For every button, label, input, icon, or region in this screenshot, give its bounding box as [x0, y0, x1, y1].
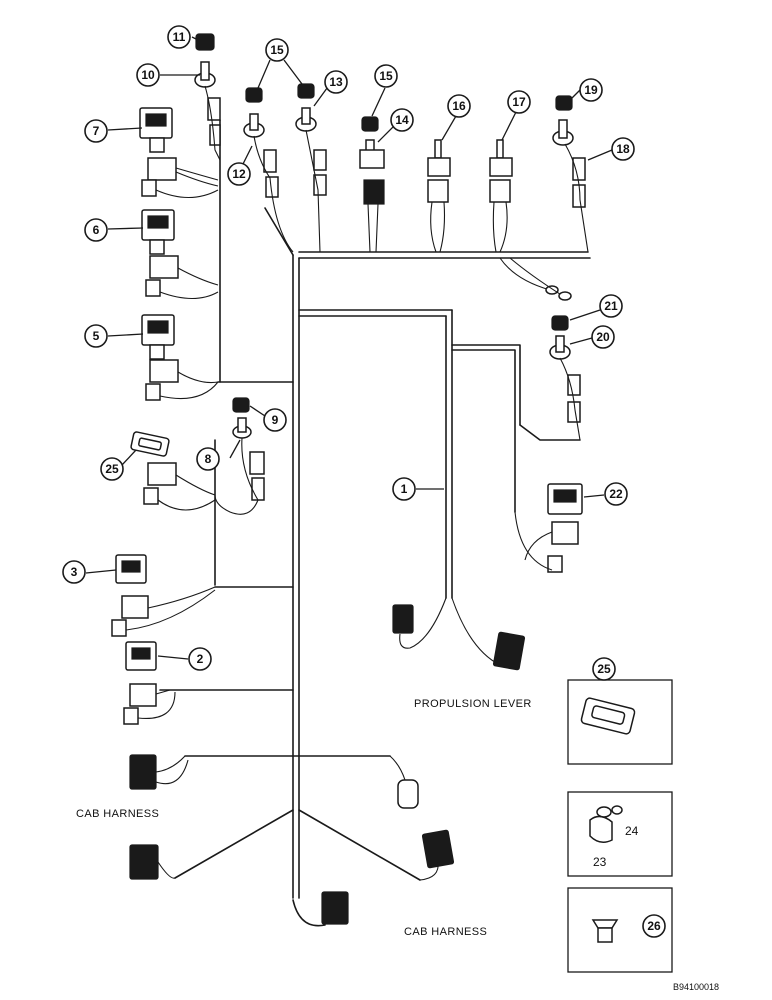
- connector-6: [145, 255, 219, 300]
- svg-text:6: 6: [93, 223, 100, 237]
- connector-cab-left: [129, 754, 189, 790]
- callout-11: 11: [167, 25, 191, 49]
- callout-18: 18: [611, 137, 635, 161]
- callout-3: 3: [62, 560, 86, 584]
- callout-14: 14: [390, 108, 414, 132]
- svg-text:15: 15: [379, 69, 393, 83]
- cap-11: [195, 33, 215, 51]
- connector-cab-bottom: [321, 891, 349, 925]
- callout-6: 6: [84, 218, 108, 242]
- connector-5: [145, 359, 219, 401]
- cap-15-middle: [297, 83, 315, 99]
- svg-text:10: 10: [141, 68, 155, 82]
- toggle-16-assembly: [427, 139, 451, 253]
- svg-text:15: 15: [270, 43, 284, 57]
- svg-text:20: 20: [596, 330, 610, 344]
- svg-text:11: 11: [173, 30, 186, 44]
- connector-propulsion-right: [451, 597, 526, 671]
- switch-7: [139, 107, 173, 153]
- switch-10-assembly: [194, 61, 221, 161]
- cab-harness-bottom-label: CAB HARNESS: [404, 926, 487, 938]
- svg-text:21: 21: [604, 299, 618, 313]
- svg-text:25: 25: [105, 462, 119, 476]
- cap-15-left: [245, 87, 263, 103]
- callout-9: 9: [263, 408, 287, 432]
- callout-16: 16: [447, 94, 471, 118]
- svg-text:8: 8: [205, 452, 212, 466]
- switch-6: [141, 209, 175, 255]
- part-number-24: 24: [625, 824, 639, 838]
- svg-text:17: 17: [512, 95, 526, 109]
- cap-15-right: [361, 116, 379, 132]
- switch-13-assembly: [295, 107, 327, 253]
- callout-10: 10: [136, 63, 160, 87]
- svg-text:22: 22: [609, 487, 623, 501]
- document-number: B94100018: [673, 982, 719, 992]
- cap-21: [551, 315, 569, 331]
- switch-22: [514, 483, 583, 573]
- inset-25: [567, 679, 673, 765]
- part-number-23: 23: [593, 855, 607, 869]
- svg-text:7: 7: [93, 124, 100, 138]
- callout-22: 22: [604, 482, 628, 506]
- propulsion-lever-label: PROPULSION LEVER: [414, 698, 532, 710]
- switch-8-assembly: [214, 417, 265, 515]
- cab-harness-left-label: CAB HARNESS: [76, 808, 159, 820]
- connector-cab-round: [389, 755, 419, 809]
- switch-2: [123, 641, 176, 725]
- callout-25-left: 25: [100, 457, 124, 481]
- svg-text:25: 25: [597, 662, 611, 676]
- connector-propulsion-left: [392, 597, 447, 649]
- callout-26: 26: [642, 914, 666, 938]
- svg-text:14: 14: [395, 113, 409, 127]
- connector-cab-left-lower: [129, 844, 176, 880]
- callout-21: 21: [599, 294, 623, 318]
- callout-12: 12: [227, 162, 251, 186]
- callout-25-inset: 25: [592, 657, 616, 681]
- callout-8: 8: [196, 447, 220, 471]
- svg-text:12: 12: [232, 167, 246, 181]
- svg-text:18: 18: [616, 142, 630, 156]
- cap-19: [555, 95, 573, 111]
- callout-1: 1: [392, 477, 416, 501]
- switch-12-assembly: [243, 113, 294, 253]
- svg-text:16: 16: [452, 99, 466, 113]
- callout-19: 19: [579, 78, 603, 102]
- svg-text:26: 26: [647, 919, 661, 933]
- cap-9: [232, 397, 250, 413]
- svg-text:2: 2: [197, 652, 204, 666]
- toggle-17-assembly: [489, 139, 572, 301]
- svg-text:3: 3: [71, 565, 78, 579]
- svg-text:1: 1: [401, 482, 408, 496]
- svg-text:5: 5: [93, 329, 100, 343]
- callout-5: 5: [84, 324, 108, 348]
- svg-text:9: 9: [272, 413, 279, 427]
- connector-cab-right-lower: [419, 829, 455, 881]
- svg-text:13: 13: [329, 75, 343, 89]
- inset-23-24: [567, 791, 673, 877]
- switch-20-assembly: [549, 335, 581, 441]
- switch-18-assembly: [552, 119, 589, 253]
- callout-13: 13: [324, 70, 348, 94]
- switch-3: [111, 554, 216, 637]
- main-harness-trunk: [159, 119, 591, 927]
- callout-7: 7: [84, 119, 108, 143]
- switch-5: [141, 314, 175, 360]
- callout-2: 2: [188, 647, 212, 671]
- switch-14-assembly: [359, 139, 385, 253]
- svg-text:19: 19: [584, 83, 598, 97]
- gasket-25: [130, 431, 170, 457]
- callout-20: 20: [591, 325, 615, 349]
- connector-8: [143, 462, 216, 511]
- callout-15-right: 15: [374, 64, 398, 88]
- connector-7: [141, 157, 219, 198]
- callout-17: 17: [507, 90, 531, 114]
- callout-15-left: 15: [265, 38, 289, 62]
